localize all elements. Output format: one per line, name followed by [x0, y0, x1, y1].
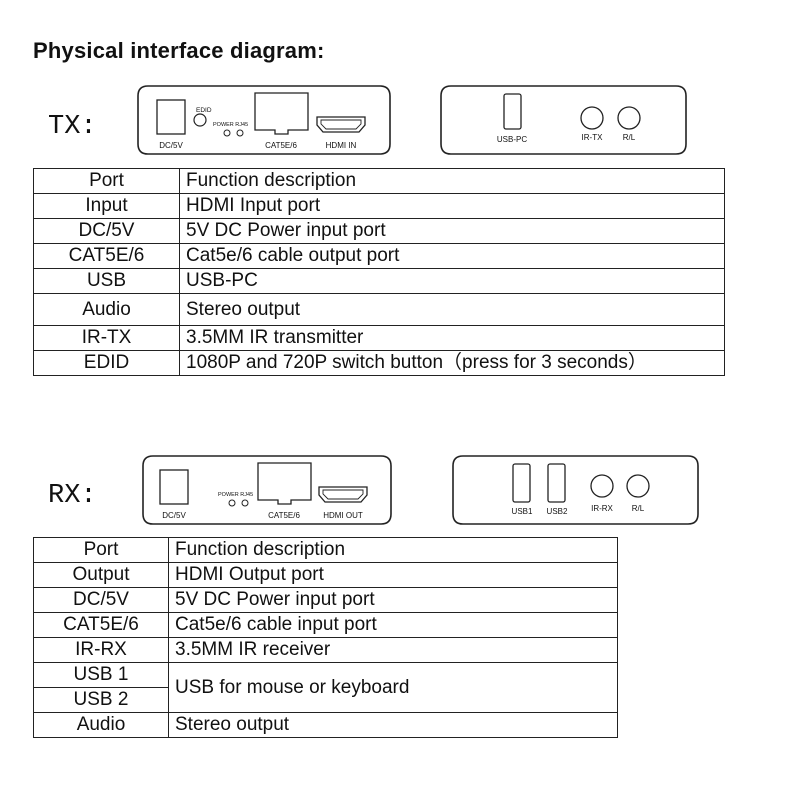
table-row: Audio Stereo output — [33, 293, 725, 326]
tx-usb-port — [503, 93, 522, 130]
tx-edid-label: EDID — [196, 107, 212, 114]
desc-cell: 3.5MM IR receiver — [168, 637, 618, 663]
rx-dc-label: DC/5V — [162, 511, 186, 520]
desc-cell: HDMI Input port — [179, 193, 725, 219]
tx-power-led — [223, 129, 231, 137]
port-cell: Audio — [33, 293, 180, 326]
rx-irrx-label: IR-RX — [591, 504, 613, 513]
rx-hdmi-port — [318, 486, 368, 503]
tx-hdmi-port-inner — [320, 119, 362, 130]
rx-usb2-label: USB2 — [547, 507, 568, 516]
port-cell: IR-RX — [33, 637, 169, 663]
port-cell: Output — [33, 562, 169, 588]
desc-cell: HDMI Output port — [168, 562, 618, 588]
rx-front-panel-outline — [142, 455, 392, 525]
port-cell: DC/5V — [33, 218, 180, 244]
table-row: Output HDMI Output port — [33, 562, 618, 588]
desc-cell: Stereo output — [168, 712, 618, 738]
desc-cell: 5V DC Power input port — [168, 587, 618, 613]
desc-cell: 1080P and 720P switch button（press for 3… — [179, 350, 725, 376]
tx-rl-label: R/L — [623, 133, 636, 142]
tx-rj45-led — [236, 129, 244, 137]
rx-usb1-port — [512, 463, 531, 503]
tx-back-panel: USB-PC IR-TX R/L — [440, 85, 687, 155]
tx-power-rj45-label: POWER RJ45 — [213, 122, 248, 128]
table-row: USB 1 USB for mouse or keyboard — [33, 662, 618, 713]
port-cell: Audio — [33, 712, 169, 738]
table-header-port: Port — [33, 537, 169, 563]
rx-front-panel: DC/5V POWER RJ45 CAT5E/6 HDMI OUT — [142, 455, 392, 525]
port-cell: DC/5V — [33, 587, 169, 613]
table-header-desc: Function description — [179, 168, 725, 194]
rx-usb1-label: USB1 — [512, 507, 533, 516]
table-row: USB USB-PC — [33, 268, 725, 294]
tx-irtx-label: IR-TX — [582, 133, 604, 142]
tx-back-panel-outline — [440, 85, 687, 155]
rx-label: RX: — [48, 481, 97, 511]
table-header-row: Port Function description — [33, 537, 618, 563]
table-row: Input HDMI Input port — [33, 193, 725, 219]
table-row: CAT5E/6 Cat5e/6 cable output port — [33, 243, 725, 269]
tx-function-table: Port Function description Input HDMI Inp… — [33, 168, 725, 376]
tx-hdmi-port — [316, 116, 366, 133]
rx-power-led — [228, 499, 236, 507]
desc-cell: Cat5e/6 cable output port — [179, 243, 725, 269]
rx-rl-jack — [626, 474, 650, 498]
desc-cell: 5V DC Power input port — [179, 218, 725, 244]
page-title: Physical interface diagram: — [33, 38, 325, 63]
port-cell: USB — [33, 268, 180, 294]
tx-front-panel: DC/5V EDID POWER RJ45 CAT5E/6 HDMI IN — [137, 85, 391, 155]
rx-back-panel: USB1 USB2 IR-RX R/L — [452, 455, 699, 525]
desc-cell: Stereo output — [179, 293, 725, 326]
tx-usb-label: USB-PC — [497, 135, 527, 144]
tx-label: TX: — [48, 112, 97, 142]
rx-dc-port — [159, 469, 189, 505]
port-cell: Input — [33, 193, 180, 219]
table-row: CAT5E/6 Cat5e/6 cable input port — [33, 612, 618, 638]
tx-rl-jack — [617, 106, 641, 130]
table-row: EDID 1080P and 720P switch button（press … — [33, 350, 725, 376]
rx-rj45-led — [241, 499, 249, 507]
table-header-desc: Function description — [168, 537, 618, 563]
desc-cell: 3.5MM IR transmitter — [179, 325, 725, 351]
port-cell: IR-TX — [33, 325, 180, 351]
tx-front-panel-outline — [137, 85, 391, 155]
desc-cell: Cat5e/6 cable input port — [168, 612, 618, 638]
desc-cell: USB for mouse or keyboard — [168, 662, 618, 713]
tx-dc-label: DC/5V — [159, 141, 183, 150]
rx-hdmi-port-inner — [322, 489, 364, 500]
tx-cat-label: CAT5E/6 — [265, 141, 297, 150]
table-row: Audio Stereo output — [33, 712, 618, 738]
tx-dc-port — [156, 99, 186, 135]
tx-edid-button — [193, 113, 207, 127]
tx-cat-port — [254, 92, 309, 135]
table-header-row: Port Function description — [33, 168, 725, 194]
rx-cat-port — [257, 462, 312, 505]
rx-function-table: Port Function description Output HDMI Ou… — [33, 537, 618, 738]
table-row: IR-RX 3.5MM IR receiver — [33, 637, 618, 663]
port-cell: CAT5E/6 — [33, 612, 169, 638]
rx-hdmi-label: HDMI OUT — [323, 511, 363, 520]
rx-back-panel-outline — [452, 455, 699, 525]
port-cell: USB 1 — [33, 662, 169, 688]
table-header-port: Port — [33, 168, 180, 194]
port-cell: EDID — [33, 350, 180, 376]
rx-power-rj45-label: POWER RJ45 — [218, 492, 253, 498]
desc-cell: USB-PC — [179, 268, 725, 294]
port-cell: CAT5E/6 — [33, 243, 180, 269]
rx-usb2-port — [547, 463, 566, 503]
tx-irtx-jack — [580, 106, 604, 130]
table-row: IR-TX 3.5MM IR transmitter — [33, 325, 725, 351]
table-row: USB 2 — [33, 687, 618, 713]
rx-rl-label: R/L — [632, 504, 645, 513]
rx-irrx-jack — [590, 474, 614, 498]
tx-hdmi-label: HDMI IN — [326, 141, 357, 150]
rx-cat-label: CAT5E/6 — [268, 511, 300, 520]
table-row: DC/5V 5V DC Power input port — [33, 587, 618, 613]
table-row: DC/5V 5V DC Power input port — [33, 218, 725, 244]
port-cell: USB 2 — [33, 687, 169, 713]
